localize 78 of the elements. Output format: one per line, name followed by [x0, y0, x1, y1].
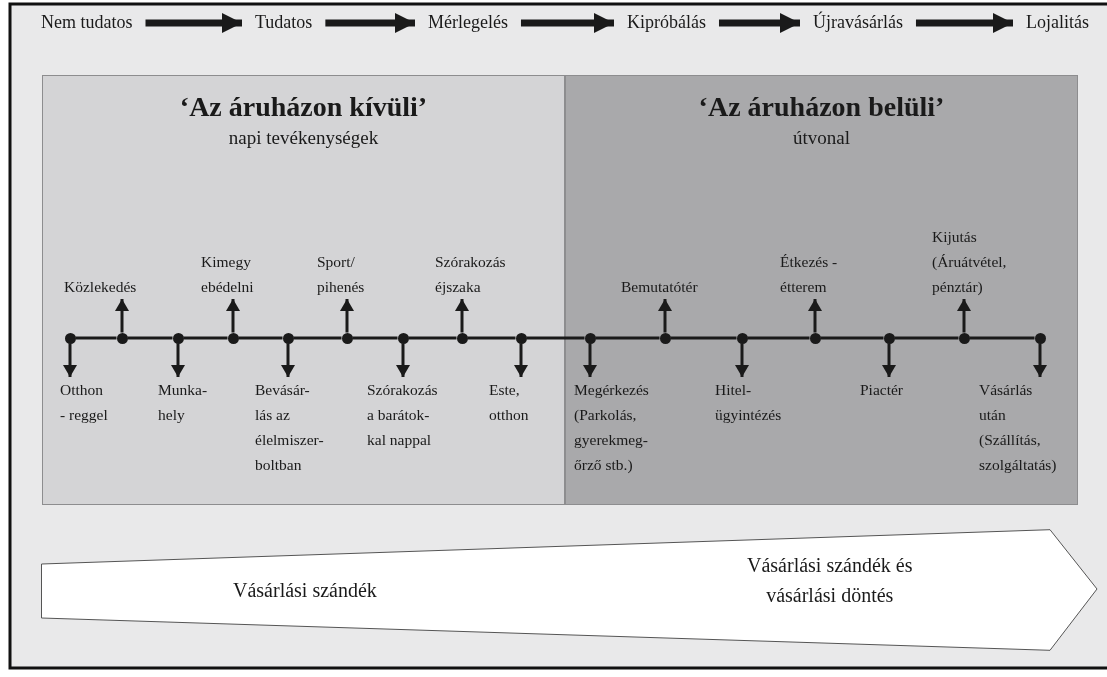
timeline-dot — [958, 332, 970, 344]
timeline-dot — [227, 332, 239, 344]
timeline-dot — [515, 332, 527, 344]
activity-label: Szórakozás éjszaka — [435, 249, 506, 299]
section-title: ‘Az áruházon kívüli’ — [178, 90, 429, 124]
activity-label: Bemutatótér — [621, 274, 698, 299]
timeline-line — [183, 336, 228, 340]
activity-label: Piactér — [860, 377, 904, 402]
section-subtitle: útvonal — [792, 126, 851, 150]
timeline-dot — [341, 332, 353, 344]
timeline-line — [969, 336, 1035, 340]
section-title: ‘Az áruházon belüli’ — [697, 90, 946, 124]
timeline-line — [127, 336, 173, 340]
section-subtitle: napi tevékenységek — [227, 126, 380, 150]
timeline-line — [293, 336, 342, 340]
activity-label: Kijutás (Áruátvétel, pénztár) — [932, 224, 1007, 299]
timeline-dot — [584, 332, 596, 344]
activity-label: Otthon - reggel — [60, 377, 108, 427]
activity-label: Bevásár- lás az élelmiszer- boltban — [255, 377, 324, 477]
arrow — [115, 299, 129, 333]
arrow — [63, 343, 77, 377]
timeline-line — [670, 336, 737, 340]
arrow — [808, 299, 822, 333]
arrow — [583, 343, 597, 377]
timeline-dot — [736, 332, 748, 344]
timeline-line — [467, 336, 516, 340]
timeline-dot — [456, 332, 468, 344]
arrow — [340, 299, 354, 333]
arrow — [171, 343, 185, 377]
stage-label: Mérlegelés — [428, 10, 508, 34]
timeline-line — [820, 336, 884, 340]
arrow-band — [41, 529, 1098, 651]
stage-label: Újravásárlás — [813, 10, 903, 34]
activity-label: Étkezés - étterem — [780, 249, 838, 299]
timeline-dot — [809, 332, 821, 344]
timeline-dot — [1034, 332, 1046, 344]
timeline-line — [747, 336, 810, 340]
section-panel — [565, 75, 1078, 505]
timeline-dot — [172, 332, 184, 344]
activity-label: Közlekedés — [64, 274, 137, 299]
timeline-dot — [883, 332, 895, 344]
activity-label: Megérkezés (Parkolás, gyerekmeg- őrző stb.) — [574, 377, 649, 477]
arrow — [957, 299, 971, 333]
timeline-line — [75, 336, 117, 340]
arrow — [658, 299, 672, 333]
stage-label: Kipróbálás — [627, 10, 706, 34]
activity-label: Vásárlás után (Szállítás, szolgáltatás) — [979, 377, 1057, 477]
timeline-line — [408, 336, 457, 340]
arrow — [882, 343, 896, 377]
arrow — [281, 343, 295, 377]
timeline-line — [352, 336, 398, 340]
timeline-dot — [659, 332, 671, 344]
arrow — [514, 343, 528, 377]
stage-label: Lojalitás — [1026, 10, 1089, 34]
band-label: Vásárlási szándék és vásárlási döntés — [747, 553, 913, 608]
timeline-dot — [64, 332, 76, 344]
timeline-line — [894, 336, 959, 340]
activity-label: Hitel- ügyintézés — [715, 377, 782, 427]
activity-label: Sport/ pihenés — [317, 249, 365, 299]
timeline-line — [595, 336, 660, 340]
stage-label: Tudatos — [255, 10, 313, 34]
timeline-line — [238, 336, 283, 340]
activity-label: Este, otthon — [489, 377, 529, 427]
timeline-dot — [116, 332, 128, 344]
arrow — [1033, 343, 1047, 377]
activity-label: Munka- hely — [158, 377, 208, 427]
arrow — [455, 299, 469, 333]
arrow — [226, 299, 240, 333]
timeline-line — [526, 336, 585, 340]
band-label: Vásárlási szándék — [233, 578, 377, 603]
arrow — [735, 343, 749, 377]
timeline-dot — [397, 332, 409, 344]
timeline-dot — [282, 332, 294, 344]
activity-label: Szórakozás a barátok- kal nappal — [367, 377, 438, 452]
section-panel — [42, 75, 565, 505]
stage-label: Nem tudatos — [41, 10, 133, 34]
activity-label: Kimegy ebédelni — [201, 249, 254, 299]
arrow — [396, 343, 410, 377]
